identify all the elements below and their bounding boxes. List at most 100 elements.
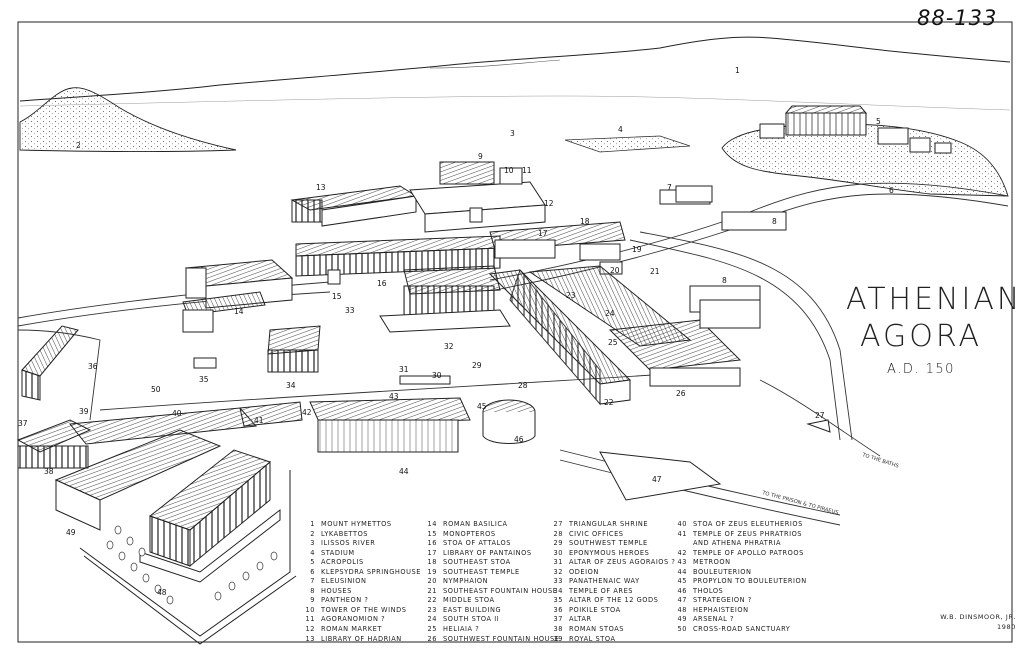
map-label: 45 — [477, 402, 487, 411]
legend-number: 48 — [677, 605, 687, 614]
legend-number: 9 — [310, 596, 315, 605]
hephaisteion — [139, 449, 281, 583]
map-label: 25 — [608, 338, 618, 347]
legend-item: 3 ILISSOS RIVER — [300, 539, 421, 549]
map-label: 31 — [399, 365, 409, 374]
middle-stoa — [488, 268, 632, 406]
legend-item: 44 BOULEUTERION — [672, 568, 807, 578]
arsenal — [54, 429, 222, 531]
map-label: 47 — [652, 475, 662, 484]
map-label: 29 — [472, 361, 482, 370]
legend-number: 10 — [305, 605, 315, 614]
map-label: 13 — [316, 183, 326, 192]
legend-number: 25 — [427, 625, 437, 634]
library-of-hadrian — [290, 185, 418, 227]
legend-number: 8 — [310, 586, 315, 595]
map-label: 46 — [514, 435, 524, 444]
legend-text: TEMPLE OF ZEUS PHRATRIOS — [693, 529, 803, 538]
map-label: 32 — [444, 342, 454, 351]
legend-item: 15 MONOPTEROS — [422, 530, 559, 540]
odeion — [379, 265, 511, 333]
legend-number: 18 — [427, 558, 437, 567]
legend-text: MONOPTEROS — [443, 529, 496, 538]
hephaisteion-terrace — [79, 470, 297, 645]
map-label: 5 — [876, 117, 881, 126]
legend-number: 31 — [553, 558, 563, 567]
legend-text: MOUNT HYMETTOS — [321, 520, 392, 528]
legend-text: EPONYMOUS HEROES — [569, 548, 650, 557]
legend-text: HEPHAISTEION — [693, 605, 749, 614]
map-label: 34 — [286, 381, 296, 390]
map-label: 50 — [151, 385, 161, 394]
legend-text: POIKILE STOA — [569, 605, 621, 614]
legend-text: ELEUSINION — [321, 577, 367, 586]
legend-text: SOUTHWEST FOUNTAIN HOUSE — [443, 634, 560, 643]
legend-number: 3 — [310, 539, 315, 548]
legend-text: CIVIC OFFICES — [569, 529, 624, 538]
legend-text: ALTAR — [569, 615, 592, 624]
map-label: 11 — [522, 166, 532, 175]
triangular-shrine — [806, 419, 831, 433]
legend-number: 27 — [553, 520, 563, 528]
legend-item: 48 HEPHAISTEION — [672, 606, 807, 616]
legend-number: 11 — [305, 615, 315, 624]
legend-text: THOLOS — [693, 586, 724, 595]
south-stoa — [528, 265, 742, 387]
legend-number: 17 — [427, 548, 437, 557]
legend-number: 30 — [553, 548, 563, 557]
legend-text: TEMPLE OF ARES — [569, 586, 634, 595]
legend-number: 28 — [553, 529, 563, 538]
legend-number: 29 — [553, 539, 563, 548]
legend-number: 39 — [553, 634, 563, 643]
legend-text: SOUTH STOA II — [443, 615, 500, 624]
map-label: 18 — [580, 217, 590, 226]
temple-of-ares — [267, 325, 321, 373]
legend-number: 14 — [427, 520, 437, 528]
drawing-title: ATHENIAN AGORA A.D. 150 — [846, 282, 1019, 377]
map-label: 6 — [889, 186, 894, 195]
legend-item: AND ATHENA PHRATRIA — [672, 539, 807, 549]
map-label: 8 — [772, 217, 777, 226]
legend-item: 24 SOUTH STOA II — [422, 615, 559, 625]
legend-text: ROMAN MARKET — [321, 625, 382, 634]
map-label: 12 — [544, 199, 554, 208]
legend-number: 44 — [677, 567, 687, 576]
poikile-stoa — [21, 325, 79, 401]
map-label: 10 — [504, 166, 514, 175]
map-label: 15 — [332, 292, 342, 301]
legend-number: 15 — [427, 529, 437, 538]
legend-text: ALTAR OF ZEUS AGORAIOS ? — [569, 558, 676, 567]
map-label: 9 — [478, 152, 483, 161]
small-monuments — [193, 207, 483, 385]
legend-text: BOULEUTERION — [693, 567, 752, 576]
acropolis-buildings — [759, 105, 952, 154]
legend-text: STOA OF ATTALOS — [443, 539, 511, 548]
legend-number: 42 — [677, 548, 687, 557]
legend-text: ILISSOS RIVER — [321, 539, 376, 548]
legend-text: METROON — [693, 558, 731, 567]
legend-number: 13 — [305, 634, 315, 643]
map-label: 24 — [605, 309, 615, 318]
eleusinion — [675, 185, 713, 203]
legend-number: 24 — [427, 615, 437, 624]
